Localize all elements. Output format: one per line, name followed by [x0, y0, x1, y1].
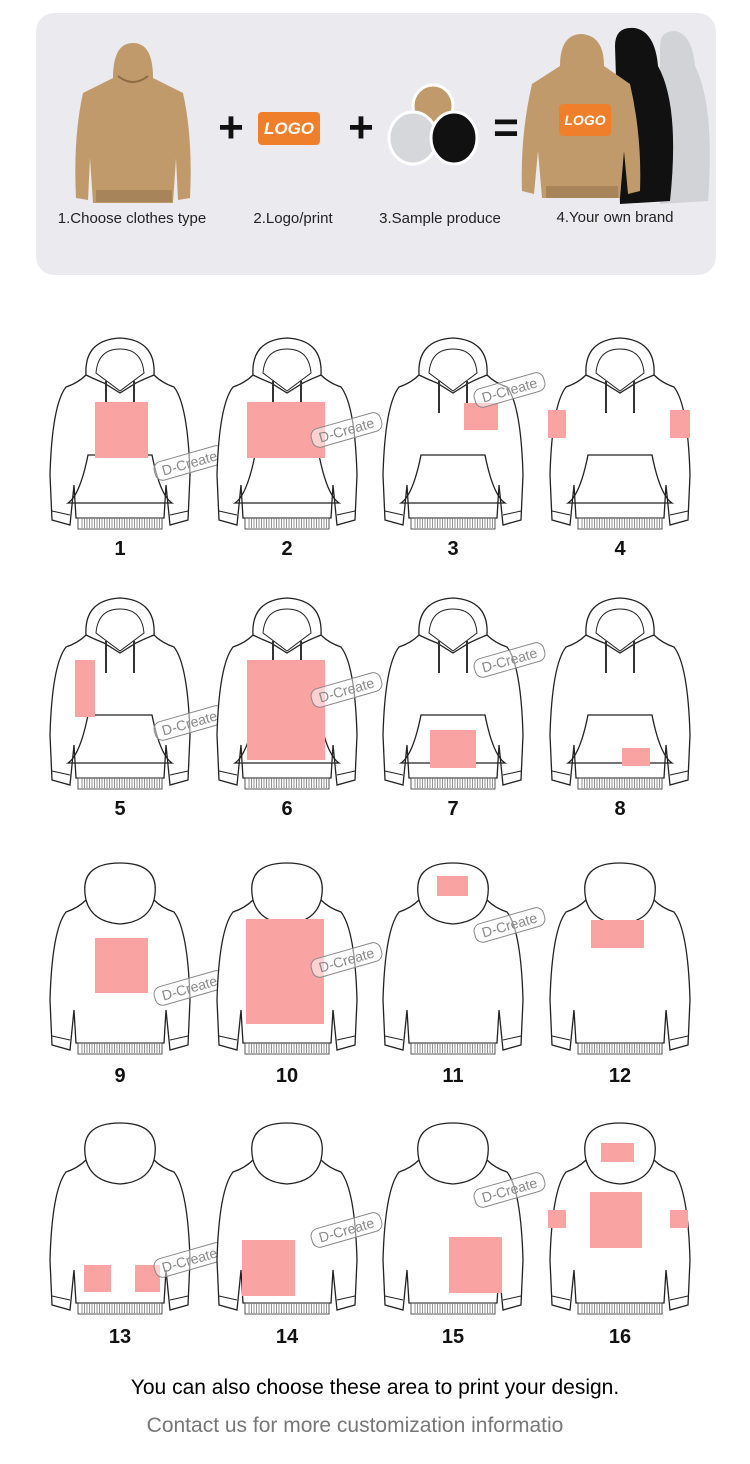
- placement-number: 10: [275, 1065, 299, 1087]
- print-area: [590, 1192, 642, 1248]
- print-area: [95, 938, 148, 993]
- placement-card-4: 4: [548, 335, 698, 575]
- print-area: [548, 410, 566, 438]
- print-area: [75, 660, 95, 717]
- print-area: [670, 1210, 688, 1228]
- footer-headline: You can also choose these area to print …: [130, 1376, 620, 1399]
- brand-hoodies-image: [521, 27, 710, 205]
- print-area: [247, 660, 325, 760]
- placement-number: 14: [275, 1326, 299, 1348]
- hoodie-back-outline: [216, 1122, 358, 1315]
- placement-number: 3: [447, 538, 459, 560]
- hoodie-back-outline: [382, 1122, 524, 1315]
- placement-card-8: 8: [548, 595, 698, 835]
- step-1-label: 1.Choose clothes type: [57, 210, 207, 227]
- placement-number: 2: [281, 538, 293, 560]
- print-area: [95, 402, 148, 458]
- color-swatches: [387, 83, 479, 166]
- placement-card-12: 12: [548, 860, 698, 1100]
- hoodie-front-outline: [49, 597, 191, 790]
- placement-card-16: 16: [548, 1120, 698, 1360]
- print-area: [670, 410, 690, 438]
- step-3-label: 3.Sample produce: [379, 210, 501, 227]
- hoodie-back-outline: [49, 1122, 191, 1315]
- print-area: [601, 1143, 634, 1162]
- logo-text: LOGO: [263, 118, 315, 138]
- footer-subline: Contact us for more customization inform…: [146, 1414, 564, 1437]
- hoodie-front-outline: [216, 597, 358, 790]
- print-area: [437, 876, 468, 896]
- placement-number: 7: [447, 798, 459, 820]
- logo-text: LOGO: [564, 112, 606, 128]
- hoodie-front-outline: [382, 337, 524, 530]
- placement-number: 5: [114, 798, 126, 820]
- placement-number: 11: [442, 1065, 464, 1087]
- print-area: [242, 1240, 295, 1296]
- placement-number: 12: [608, 1065, 632, 1087]
- placement-number: 13: [108, 1326, 132, 1348]
- print-area: [84, 1265, 111, 1292]
- hoodie-back-outline: [49, 862, 191, 1055]
- hoodie-front-outline: [49, 337, 191, 530]
- hoodie-back-outline: [548, 1122, 691, 1315]
- print-area: [591, 920, 644, 948]
- step-2-label: 2.Logo/print: [253, 210, 333, 227]
- khaki-hoodie-image: [75, 43, 191, 203]
- print-area: [622, 748, 650, 766]
- logo-badge: LOGO: [258, 112, 320, 145]
- placement-number: 1: [114, 538, 126, 560]
- placement-number: 16: [608, 1326, 632, 1348]
- hoodie-back-outline: [382, 862, 524, 1055]
- placement-number: 4: [614, 538, 626, 560]
- placement-number: 15: [441, 1326, 465, 1348]
- hoodie-front-outline: [548, 337, 691, 530]
- hoodie-front-outline: [549, 597, 691, 790]
- hoodie-back-outline: [549, 862, 691, 1055]
- placement-number: 9: [114, 1065, 126, 1087]
- equals-icon: =: [493, 103, 519, 152]
- logo-badge: LOGO: [559, 104, 611, 136]
- step-4-label: 4.Your own brand: [556, 209, 674, 226]
- plus-icon: +: [218, 103, 244, 152]
- hoodie-front-outline: [382, 597, 524, 790]
- placement-number: 6: [281, 798, 293, 820]
- placement-number: 8: [614, 798, 626, 820]
- print-area: [430, 730, 476, 768]
- print-area: [449, 1237, 502, 1293]
- hoodie-back-outline: [216, 862, 358, 1055]
- print-area: [548, 1210, 566, 1228]
- plus-icon: +: [348, 103, 374, 152]
